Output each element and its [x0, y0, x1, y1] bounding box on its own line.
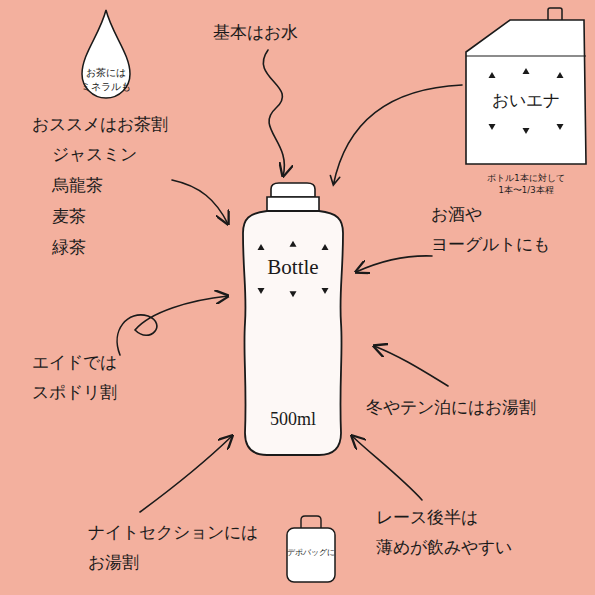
leader-arrow — [356, 256, 432, 272]
note-label: 基本はお水 — [213, 18, 298, 48]
drop-outline — [82, 10, 130, 98]
note-label: レース後半は 薄めが飲みやすい — [376, 503, 512, 563]
note-label: おススメはお茶割 — [32, 110, 168, 140]
note-label: 緑茶 — [52, 233, 86, 263]
deco-triangle — [258, 244, 265, 250]
pouch-label: おいエナ — [492, 88, 560, 113]
depot-bag: デポバッグに — [283, 514, 339, 584]
leader-arrow — [140, 436, 232, 512]
leader-arrow — [352, 436, 422, 500]
leader-arrow — [263, 50, 284, 176]
deco-triangle — [290, 291, 297, 297]
deco-triangle — [489, 124, 496, 130]
bag-outline — [287, 528, 335, 582]
bag-label: デポバッグに — [287, 548, 335, 559]
note-label: エイドでは スポドリ割 — [32, 348, 117, 408]
drop-note: お茶には ミネラルも — [81, 66, 131, 94]
connector-arrow — [330, 85, 462, 185]
bottle: Bottle 500ml — [237, 183, 349, 458]
leader-arrow — [374, 346, 448, 386]
note-label: 烏龍茶 — [52, 171, 103, 201]
deco-triangle — [322, 288, 329, 294]
note-label: 冬やテン泊にはお湯割 — [366, 393, 536, 423]
bottle-cap — [271, 183, 315, 197]
deco-triangle — [322, 244, 329, 250]
deco-triangle — [258, 288, 265, 294]
note-label: お酒や ヨーグルトにも — [431, 200, 550, 260]
deco-triangle — [523, 68, 530, 74]
bottle-volume: 500ml — [270, 409, 316, 431]
pouch-outline — [466, 20, 586, 164]
deco-triangle — [557, 72, 564, 78]
bottle-outline — [243, 211, 343, 455]
energy-pouch-shape — [452, 4, 590, 166]
note-label: 麦茶 — [52, 202, 86, 232]
note-label: ナイトセクションには お湯割 — [88, 518, 258, 578]
bag-handle — [301, 516, 321, 528]
bottle-label: Bottle — [267, 255, 318, 280]
deco-triangle — [523, 128, 530, 134]
water-drop: お茶には ミネラルも — [78, 8, 134, 102]
deco-triangle — [489, 72, 496, 78]
bottle-neck — [267, 197, 319, 211]
note-label: ジャスミン — [52, 140, 137, 170]
deco-triangle — [557, 124, 564, 130]
pouch-caption: ボトル1本に対して 1本〜1/3本程 — [487, 172, 564, 197]
pouch-line — [466, 55, 586, 56]
leader-arrow — [117, 296, 228, 355]
energy-pouch: おいエナボトル1本に対して 1本〜1/3本程 — [452, 4, 590, 166]
leader-arrow — [172, 180, 228, 224]
deco-triangle — [290, 241, 297, 247]
